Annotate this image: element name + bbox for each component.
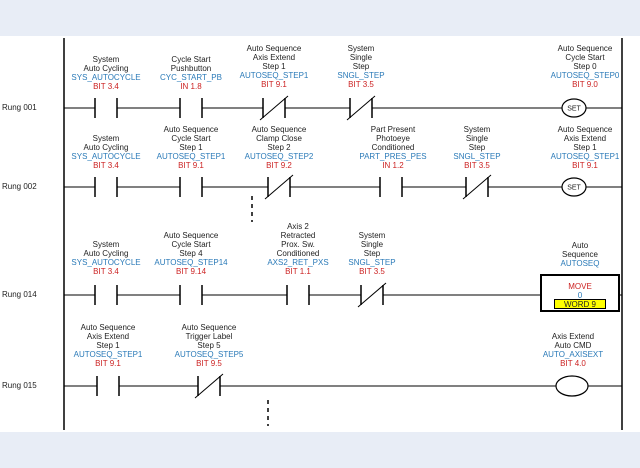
contact-no [379, 177, 403, 197]
set-coil: SET [561, 98, 587, 118]
contact-nc [357, 282, 387, 308]
contact-nc [462, 174, 492, 200]
move-dest: WORD 9 [554, 299, 606, 309]
top-band [0, 0, 640, 36]
move-value: 0 [577, 291, 583, 300]
rung-label: Rung 002 [2, 182, 37, 191]
output-coil [555, 375, 589, 397]
rung-label: Rung 001 [2, 103, 37, 112]
bottom-band [0, 432, 640, 468]
contact-no [179, 177, 203, 197]
contact-no [179, 285, 203, 305]
coil-text: SET [567, 185, 581, 192]
contact-no [286, 285, 310, 305]
rung-label: Rung 015 [2, 381, 37, 390]
contact-no [94, 98, 118, 118]
move-op: MOVE [568, 282, 592, 291]
contact-nc [346, 95, 376, 121]
contact-nc [194, 373, 224, 399]
set-coil: SET [561, 177, 587, 197]
contact-no [179, 98, 203, 118]
contact-nc [259, 95, 289, 121]
contact-no [94, 285, 118, 305]
contact-nc [264, 174, 294, 200]
move-instruction-block: MOVE 0 WORD 9 [540, 274, 620, 312]
contact-no [94, 177, 118, 197]
coil-text: SET [567, 106, 581, 113]
rung-label: Rung 014 [2, 290, 37, 299]
contact-no [96, 376, 120, 396]
